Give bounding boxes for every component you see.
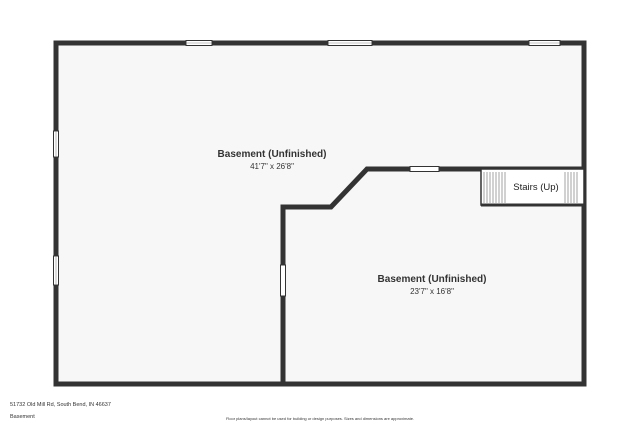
windows (53, 40, 561, 297)
disclaimer: Floor plans/layout cannot be used for bu… (225, 416, 415, 421)
floor-name: Basement (10, 414, 35, 420)
upper-room-dimensions: 41'7" x 26'8" (250, 162, 294, 171)
stairs: Stairs (Up) (480, 168, 585, 207)
stairs-outline (480, 168, 585, 206)
floor-area (56, 43, 584, 384)
upper-room-name: Basement (Unfinished) (218, 149, 327, 160)
lower-room-name: Basement (Unfinished) (378, 274, 487, 285)
lower-room-dimensions: 23'7" x 16'8" (410, 287, 454, 296)
outer-wall (53, 40, 587, 387)
interior-opening (280, 264, 286, 297)
property-address: 51732 Old Mill Rd, South Bend, IN 46637 (10, 402, 111, 408)
interior-opening (409, 166, 440, 172)
stairs-label: Stairs (Up) (513, 182, 558, 193)
